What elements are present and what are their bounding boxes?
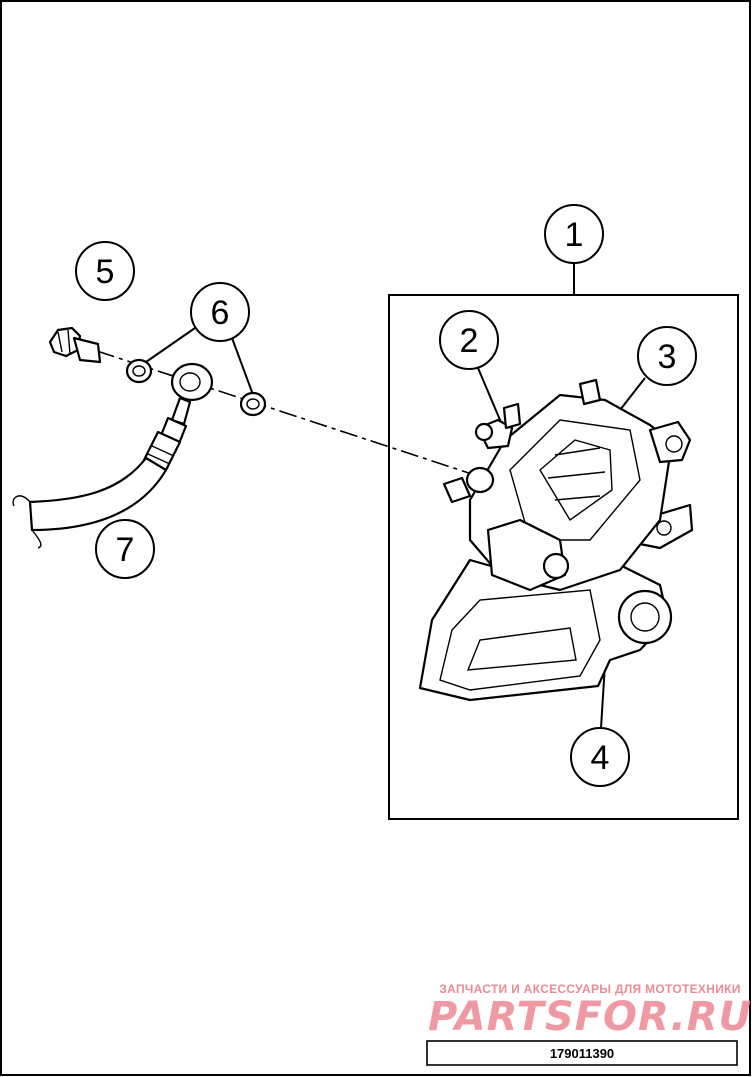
drawing-number-box: 179011390 — [426, 1040, 738, 1066]
callout-6: 6 — [190, 282, 250, 342]
brake-caliper-assembly — [418, 378, 694, 702]
brake-hose — [12, 362, 214, 549]
callout-label: 3 — [658, 338, 677, 376]
sealing-washers — [125, 358, 267, 417]
callout-1: 1 — [544, 204, 604, 264]
callout-2: 2 — [439, 310, 499, 370]
banjo-bolt — [48, 326, 102, 364]
callout-label: 7 — [116, 531, 135, 569]
callout-7: 7 — [95, 519, 155, 579]
assembly-box — [388, 294, 739, 820]
callout-4: 4 — [570, 727, 630, 787]
watermark-logo: PARTSFOR.RU — [428, 994, 752, 1040]
watermark-tagline: ЗАПЧАСТИ И АКСЕССУАРЫ ДЛЯ МОТОТЕХНИКИ — [439, 982, 740, 996]
callout-3: 3 — [637, 326, 697, 386]
callout-label: 5 — [96, 253, 115, 291]
leader-lines — [96, 264, 646, 729]
callout-label: 6 — [211, 294, 230, 332]
callout-label: 2 — [460, 322, 479, 360]
drawing-number: 179011390 — [550, 1046, 614, 1061]
callout-5: 5 — [75, 241, 135, 301]
callout-label: 1 — [565, 216, 584, 254]
callout-label: 4 — [591, 739, 610, 777]
watermark: ЗАПЧАСТИ И АКСЕССУАРЫ ДЛЯ МОТОТЕХНИКИ PA… — [428, 982, 752, 1040]
